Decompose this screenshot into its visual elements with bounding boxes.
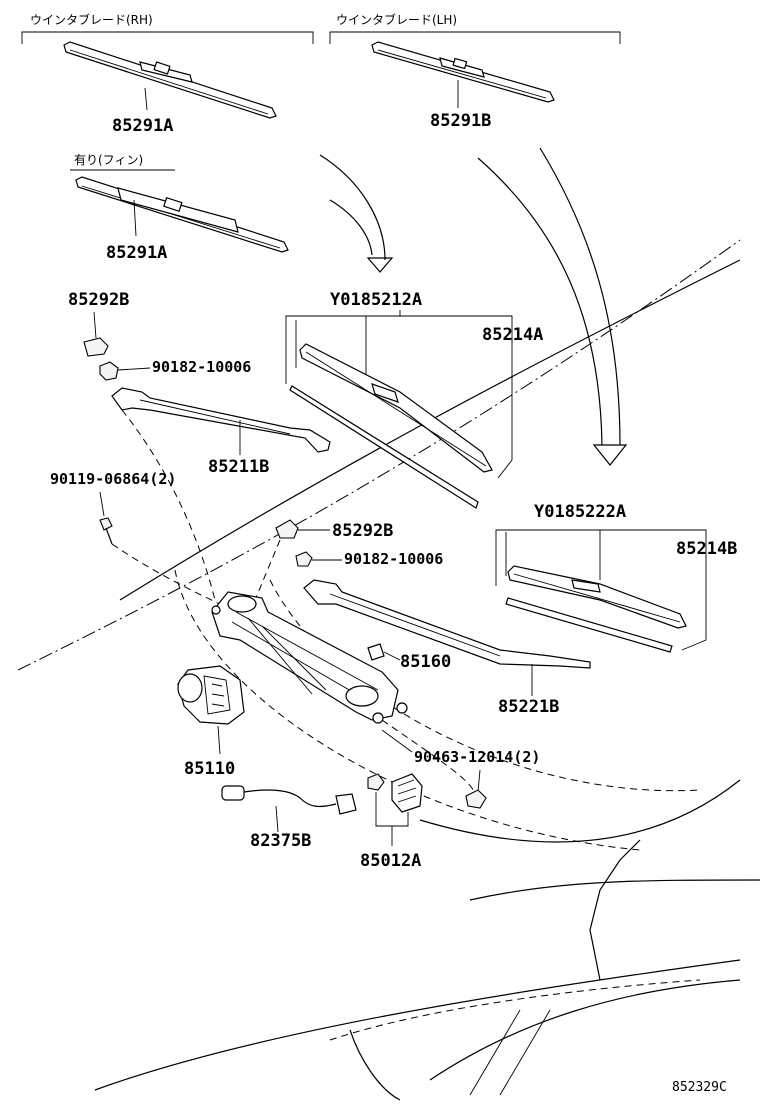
label-85292B-lower: 85292B — [332, 521, 393, 541]
label-90463: 90463-12014(2) — [414, 748, 540, 766]
label-85211B: 85211B — [208, 457, 269, 477]
clip-90463: 90463-12014(2) — [381, 719, 540, 809]
label-Y0185212A: Y0185212A — [330, 290, 422, 310]
label-90182-upper: 90182-10006 — [152, 358, 251, 376]
cap-85292b-lower: 85292B — [275, 519, 393, 541]
label-90182-lower: 90182-10006 — [344, 550, 443, 568]
label-85291A-rh: 85291A — [112, 116, 173, 136]
label-85214B: 85214B — [676, 539, 737, 559]
wiper-link: 85160 — [211, 591, 451, 724]
header-rh: ウインタブレード(RH) — [30, 12, 153, 27]
link-set: 85012A — [360, 773, 423, 871]
wiper-arm-rear: 85221B — [303, 579, 591, 717]
wiper-motor: 85110 — [177, 665, 245, 779]
blade-assembly-1: Y0185212A 85214A — [285, 290, 543, 509]
wiper-blade-lh: 85291B — [371, 41, 555, 131]
nut-upper: 90182-10006 — [99, 358, 251, 381]
label-85214A: 85214A — [482, 325, 543, 345]
label-90119: 90119-06864(2) — [50, 470, 176, 488]
wiper-blade-fin: 85291A — [75, 176, 289, 263]
direction-arrow-1 — [319, 154, 394, 273]
label-85221B: 85221B — [498, 697, 559, 717]
assembly-dash-lines — [111, 409, 281, 606]
nut-lower: 90182-10006 — [295, 550, 443, 568]
wiper-blade-rh: 85291A — [63, 41, 277, 136]
wire-harness: 82375B — [221, 785, 357, 851]
blade-assembly-2: Y0185222A 85214B — [495, 502, 737, 653]
wiper-arm-front: 85211B — [111, 387, 331, 477]
label-85012A: 85012A — [360, 851, 421, 871]
header-fin-label: 有り(フィン) — [74, 153, 143, 167]
bolt-90119: 90119-06864(2) — [50, 470, 176, 545]
vehicle-body-outline — [17, 239, 760, 1101]
label-85160: 85160 — [400, 652, 451, 672]
cap-85292b-upper: 85292B — [68, 290, 129, 357]
header-bracket-lh: ウインタブレード(LH) — [329, 12, 621, 44]
label-85291A-fin: 85291A — [106, 243, 167, 263]
illustration-code: 852329C — [672, 1080, 727, 1095]
label-82375B: 82375B — [250, 831, 311, 851]
label-Y0185222A: Y0185222A — [534, 502, 626, 522]
header-lh: ウインタブレード(LH) — [336, 12, 457, 27]
header-fin: 有り(フィン) — [70, 153, 175, 171]
label-85110: 85110 — [184, 759, 235, 779]
direction-arrow-2 — [477, 147, 628, 466]
label-85291B: 85291B — [430, 111, 491, 131]
header-bracket-rh: ウインタブレード(RH) — [21, 12, 314, 44]
label-85292B-upper: 85292B — [68, 290, 129, 310]
